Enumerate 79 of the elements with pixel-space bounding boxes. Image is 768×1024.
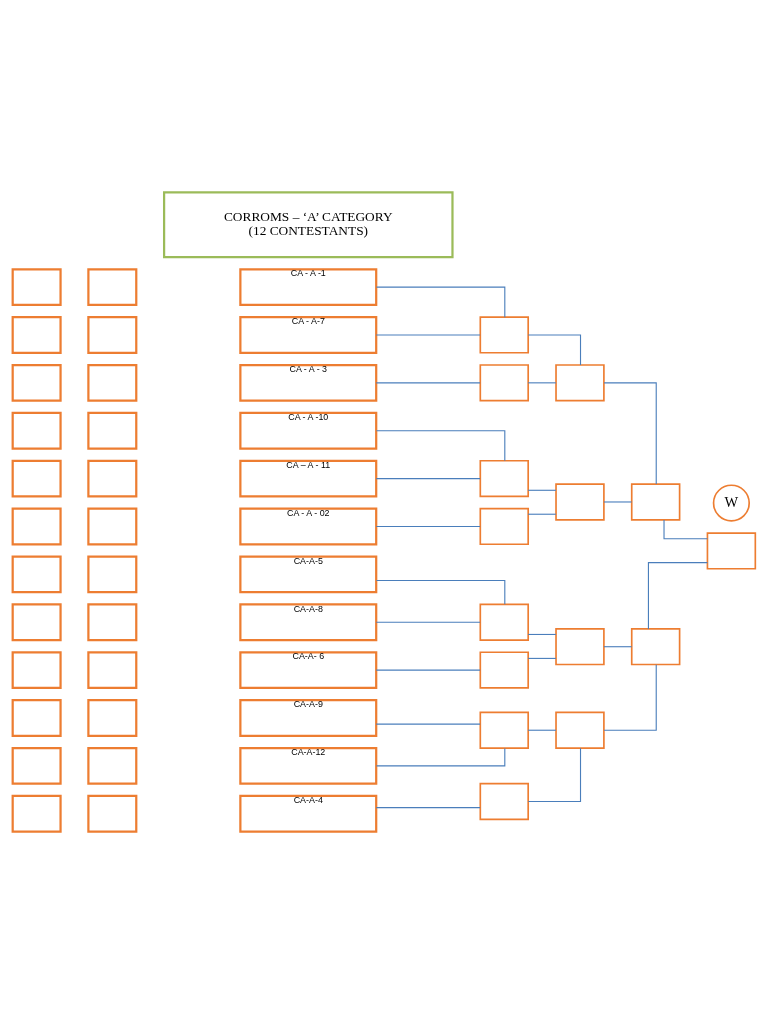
node-box: CA - A-7 <box>239 316 378 354</box>
connector <box>527 382 557 384</box>
node-box <box>479 507 530 546</box>
connector <box>663 519 708 540</box>
node-box <box>87 459 138 498</box>
node-box <box>87 411 138 450</box>
connector <box>375 747 506 767</box>
connector <box>527 513 557 515</box>
node-box <box>87 651 138 690</box>
node-box <box>87 316 138 354</box>
connector <box>375 478 481 480</box>
node-box <box>479 316 530 354</box>
connector <box>375 669 481 671</box>
connector <box>375 286 506 318</box>
connector <box>603 646 633 648</box>
node-box: CA-A- 6 <box>239 651 378 690</box>
node-box: CA-A-8 <box>239 603 378 642</box>
node-box: CA - A - 3 <box>239 363 378 402</box>
node-box <box>479 651 530 689</box>
connector <box>375 334 481 336</box>
node-box: CA-A-9 <box>239 699 378 737</box>
node-box <box>479 711 530 749</box>
node-box: CA - A -1 <box>239 268 378 307</box>
node-box <box>87 555 138 594</box>
node-box: CA-A-4 <box>239 794 378 833</box>
node-box <box>11 459 62 498</box>
connector <box>527 489 557 491</box>
node-box <box>630 483 681 521</box>
connector <box>527 334 582 366</box>
node-box <box>11 507 62 546</box>
node-box: CORROMS – ‘A’ CATEGORY (12 CONTESTANTS) <box>163 191 454 259</box>
connector <box>375 579 506 605</box>
node-box <box>479 364 530 402</box>
connector <box>603 664 657 731</box>
node-box <box>11 268 62 307</box>
node-box <box>11 363 62 402</box>
node-box <box>11 746 62 785</box>
node-box: CA - A - 02 <box>239 507 378 546</box>
node-box <box>11 794 62 833</box>
connector <box>527 657 557 659</box>
connector <box>375 807 481 809</box>
node-box <box>87 746 138 785</box>
node-box <box>630 628 681 666</box>
connector <box>375 525 481 528</box>
connector <box>375 621 481 623</box>
node-box <box>11 603 62 642</box>
connector <box>375 382 481 384</box>
connector <box>527 747 582 803</box>
node-box <box>11 651 62 690</box>
node-box <box>87 603 138 642</box>
node-box: CA – A - 11 <box>239 459 378 498</box>
node-box <box>479 603 530 641</box>
node-box <box>87 363 138 402</box>
node-circle: W <box>712 484 751 522</box>
node-box: CA - A -10 <box>239 411 378 450</box>
node-box: CA-A-5 <box>239 555 378 594</box>
node-box <box>87 699 138 737</box>
node-box <box>87 268 138 307</box>
connector <box>603 501 633 503</box>
connector <box>647 562 708 630</box>
node-box <box>11 316 62 354</box>
connector <box>375 430 506 462</box>
node-box <box>479 782 530 821</box>
node-box <box>555 711 605 749</box>
connector <box>375 723 481 725</box>
node-box <box>87 507 138 546</box>
node-box: CA-A-12 <box>239 746 378 785</box>
node-box <box>11 699 62 737</box>
node-box <box>706 532 757 570</box>
node-box <box>11 411 62 450</box>
node-box <box>479 459 530 498</box>
connector <box>527 633 557 636</box>
node-box <box>11 555 62 594</box>
node-box <box>555 628 605 666</box>
connector <box>603 382 657 485</box>
connector <box>527 729 557 731</box>
node-box <box>87 794 138 833</box>
node-box <box>555 364 605 402</box>
node-box <box>555 483 605 521</box>
